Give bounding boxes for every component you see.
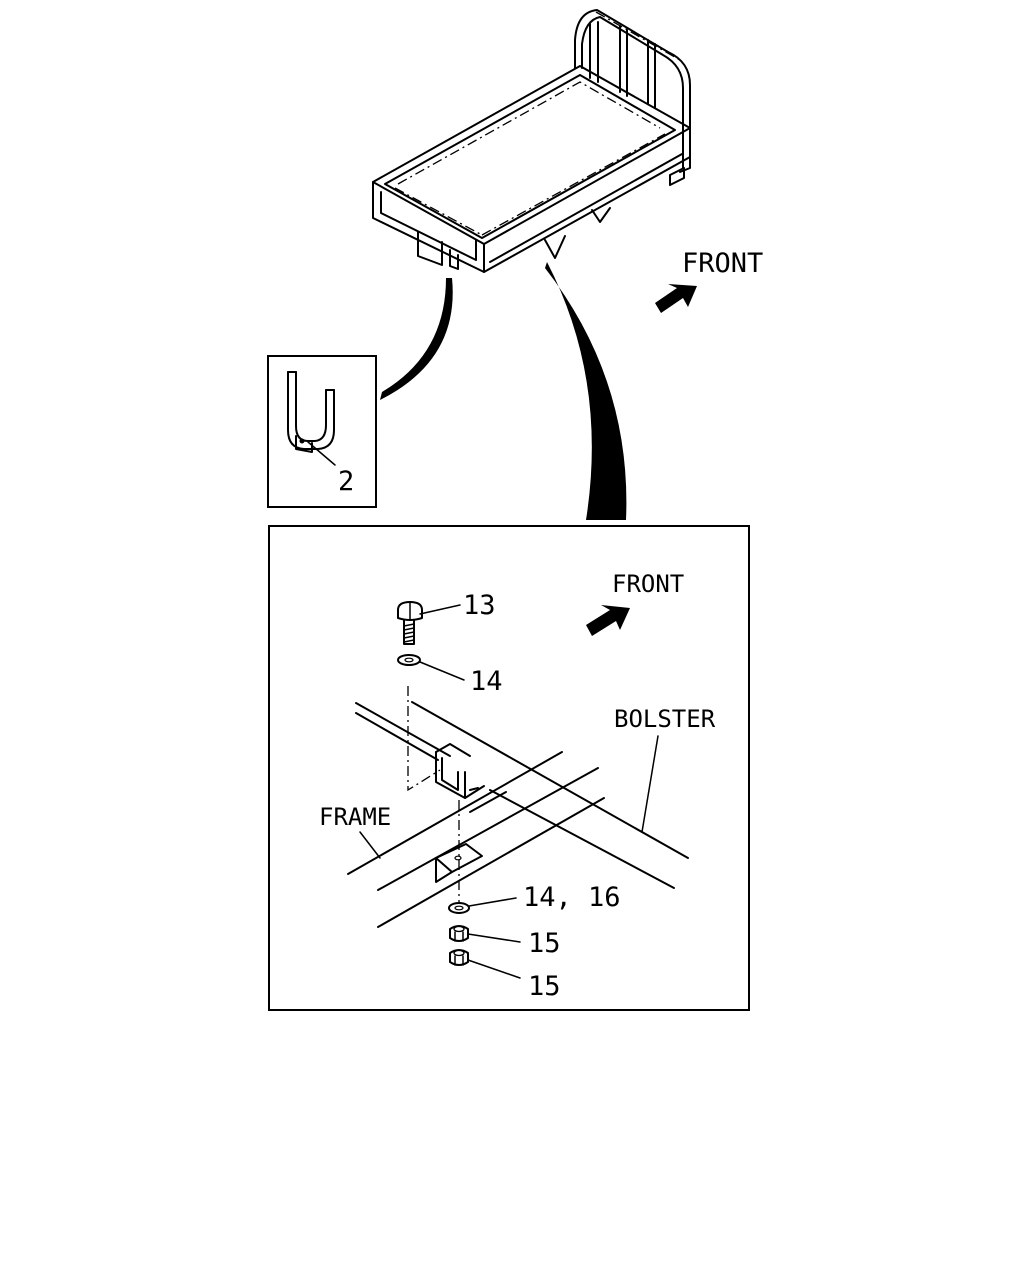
callout-bolt: 13 [463, 590, 496, 621]
bracket-detail-box: 2 [267, 355, 377, 508]
connector-to-mount-detail [545, 262, 627, 520]
connector-to-bracket-detail [380, 278, 453, 400]
front-label-detail: FRONT [612, 570, 684, 598]
frame-rails [347, 751, 605, 928]
nut-upper-icon [449, 925, 469, 942]
mount-detail-box: FRONT 13 14 BOLSTER [268, 525, 750, 1011]
callout-washer-top: 14 [470, 666, 503, 697]
u-bracket-icon [287, 371, 335, 453]
callout-nut-lower: 15 [528, 971, 561, 1002]
front-arrow-top-icon [655, 284, 697, 313]
frame-label: FRAME [319, 803, 391, 831]
nut-lower-icon [449, 949, 469, 966]
washer-bottom-icon [448, 902, 470, 914]
washer-top-icon [397, 654, 421, 666]
callout-bracket: 2 [338, 466, 354, 497]
mount-bracket [435, 743, 485, 799]
bolster-label: BOLSTER [614, 705, 716, 733]
front-arrow-detail-icon [586, 605, 630, 636]
truck-bed-illustration [372, 9, 691, 273]
front-label-top: FRONT [682, 248, 763, 279]
callout-washer-bottom: 14, 16 [523, 882, 621, 913]
bolt-icon [397, 601, 423, 645]
lower-plate [435, 843, 483, 883]
callout-nut-upper: 15 [528, 928, 561, 959]
